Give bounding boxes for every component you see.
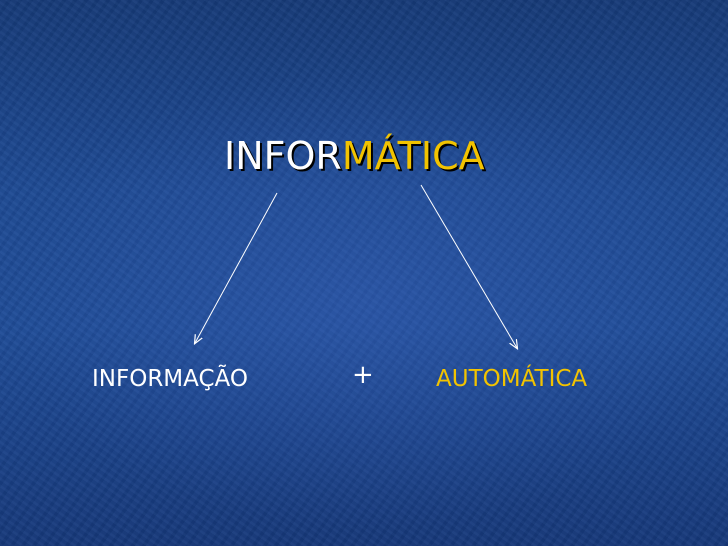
word-informacao: INFORMAÇÃO: [92, 366, 248, 392]
slide-title: INFORMÁTICA: [224, 131, 485, 181]
title-part-infor: INFOR: [224, 134, 342, 178]
plus-operator: +: [352, 360, 374, 390]
left-arrow-icon: [195, 192, 278, 343]
word-automatica: AUTOMÁTICA: [436, 366, 588, 392]
title-part-matica: MÁTICA: [341, 134, 485, 178]
right-arrow-icon: [420, 184, 517, 348]
